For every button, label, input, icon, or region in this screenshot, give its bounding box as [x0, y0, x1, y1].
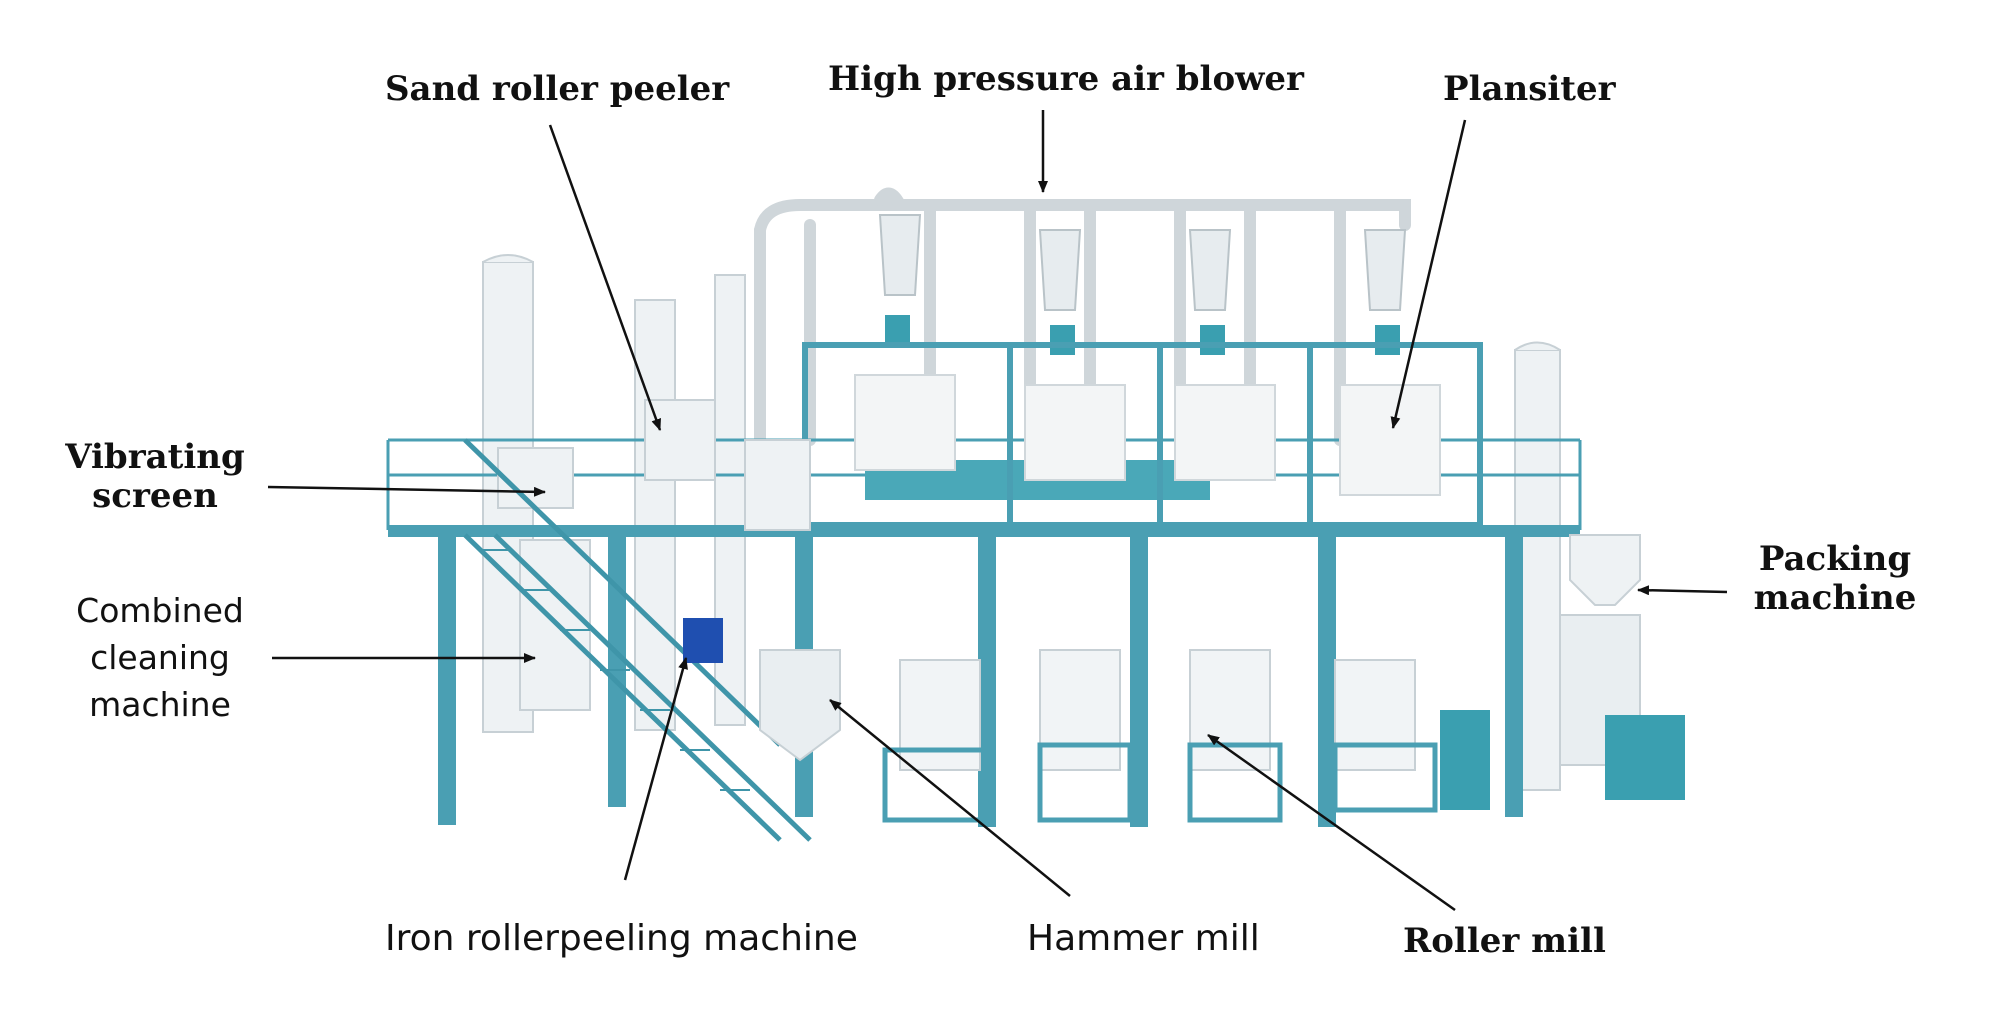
label-plansiter: Plansiter	[1443, 69, 1616, 109]
label-iron-roller-peeling-machine: Iron rollerpeeling machine	[385, 918, 858, 959]
mill-equipment	[386, 187, 1685, 842]
arrow-hammer-mill	[829, 699, 1071, 897]
arrow-roller-mill	[1207, 733, 1456, 912]
label-combined-cleaning-line-2: cleaning	[90, 637, 230, 677]
label-packing-machine: Packing machine	[1745, 539, 1925, 619]
cyclones	[878, 214, 1407, 311]
label-hammer-mill: Hammer mill	[1027, 918, 1260, 959]
label-packing-machine-line-2: machine	[1753, 578, 1917, 619]
arrow-plansiter	[1390, 119, 1467, 429]
label-high-pressure-air-blower: High pressure air blower	[828, 59, 1304, 99]
label-roller-mill: Roller mill	[1403, 921, 1606, 961]
label-vibrating-screen-line-2: screen	[92, 476, 218, 517]
plansifter-boxes	[854, 374, 1441, 496]
arrow-vibrating-screen	[267, 485, 546, 497]
label-packing-machine-line-1: Packing	[1758, 539, 1912, 579]
arrow-sand-roller-peeler	[548, 124, 662, 431]
label-combined-cleaning-line-3: machine	[89, 684, 231, 724]
staircase-steps	[480, 549, 750, 791]
label-vibrating-screen-line-1: Vibrating	[65, 437, 245, 477]
arrow-packing-machine	[1637, 585, 1728, 596]
plansifter-frame	[802, 342, 1483, 528]
cleaning-machines	[497, 399, 811, 711]
arrow-iron-roller	[623, 657, 688, 881]
label-combined-cleaning-line-1: Combined	[76, 591, 244, 630]
blue-motor	[683, 618, 723, 663]
label-vibrating-screen: Vibrating screen	[60, 437, 250, 517]
label-combined-cleaning-machine: Combined cleaning machine	[60, 588, 260, 729]
packing-machine-body	[1440, 534, 1685, 810]
label-sand-roller-peeler: Sand roller peeler	[385, 69, 730, 109]
roller-mill-stands	[882, 742, 1438, 823]
cyclone-valves	[885, 315, 1400, 355]
arrows	[267, 110, 1728, 912]
hammer-mill-body	[759, 649, 841, 762]
